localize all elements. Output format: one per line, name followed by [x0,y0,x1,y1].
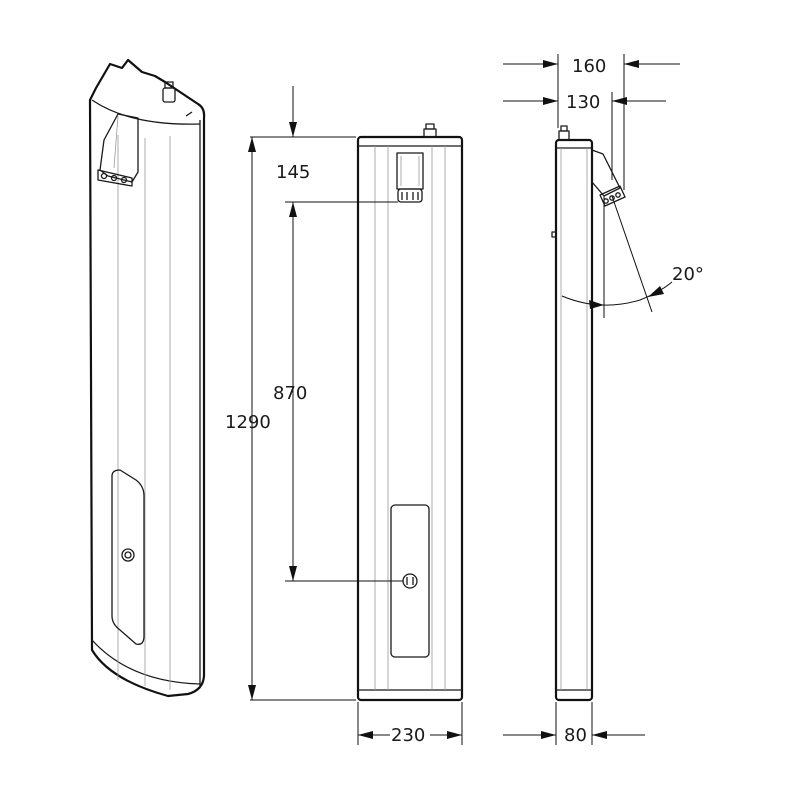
perspective-panel-outline [88,58,206,698]
width-dimension [357,702,463,745]
perspective-front-edge [91,99,201,125]
side-panel-outline [554,138,594,702]
side-shower-head [591,149,621,197]
dimension-label-angle: 20° [672,264,704,285]
side-view [551,125,626,702]
angle-dimension [561,195,673,318]
front-panel-outline [356,135,464,702]
dimension-label-top-offset: 145 [276,162,310,183]
vertical-dimensions [248,86,403,701]
dimension-label-mid-height: 870 [273,383,307,404]
dimension-label-inner-projection: 130 [566,92,600,113]
side-valve [558,130,570,141]
dimension-label-outer-projection: 160 [572,56,606,77]
dimension-label-width: 230 [391,725,425,746]
front-valve [423,128,437,138]
front-view [356,123,464,702]
depth-dimension [503,702,645,745]
perspective-push-button [121,548,135,562]
perspective-view [88,58,206,698]
projection-dimensions [503,54,680,190]
perspective-control-panel [111,469,145,645]
perspective-valve [162,87,176,103]
dimension-label-depth: 80 [564,725,587,746]
front-push-button [402,573,418,589]
dimension-label-total-height: 1290 [225,412,271,433]
